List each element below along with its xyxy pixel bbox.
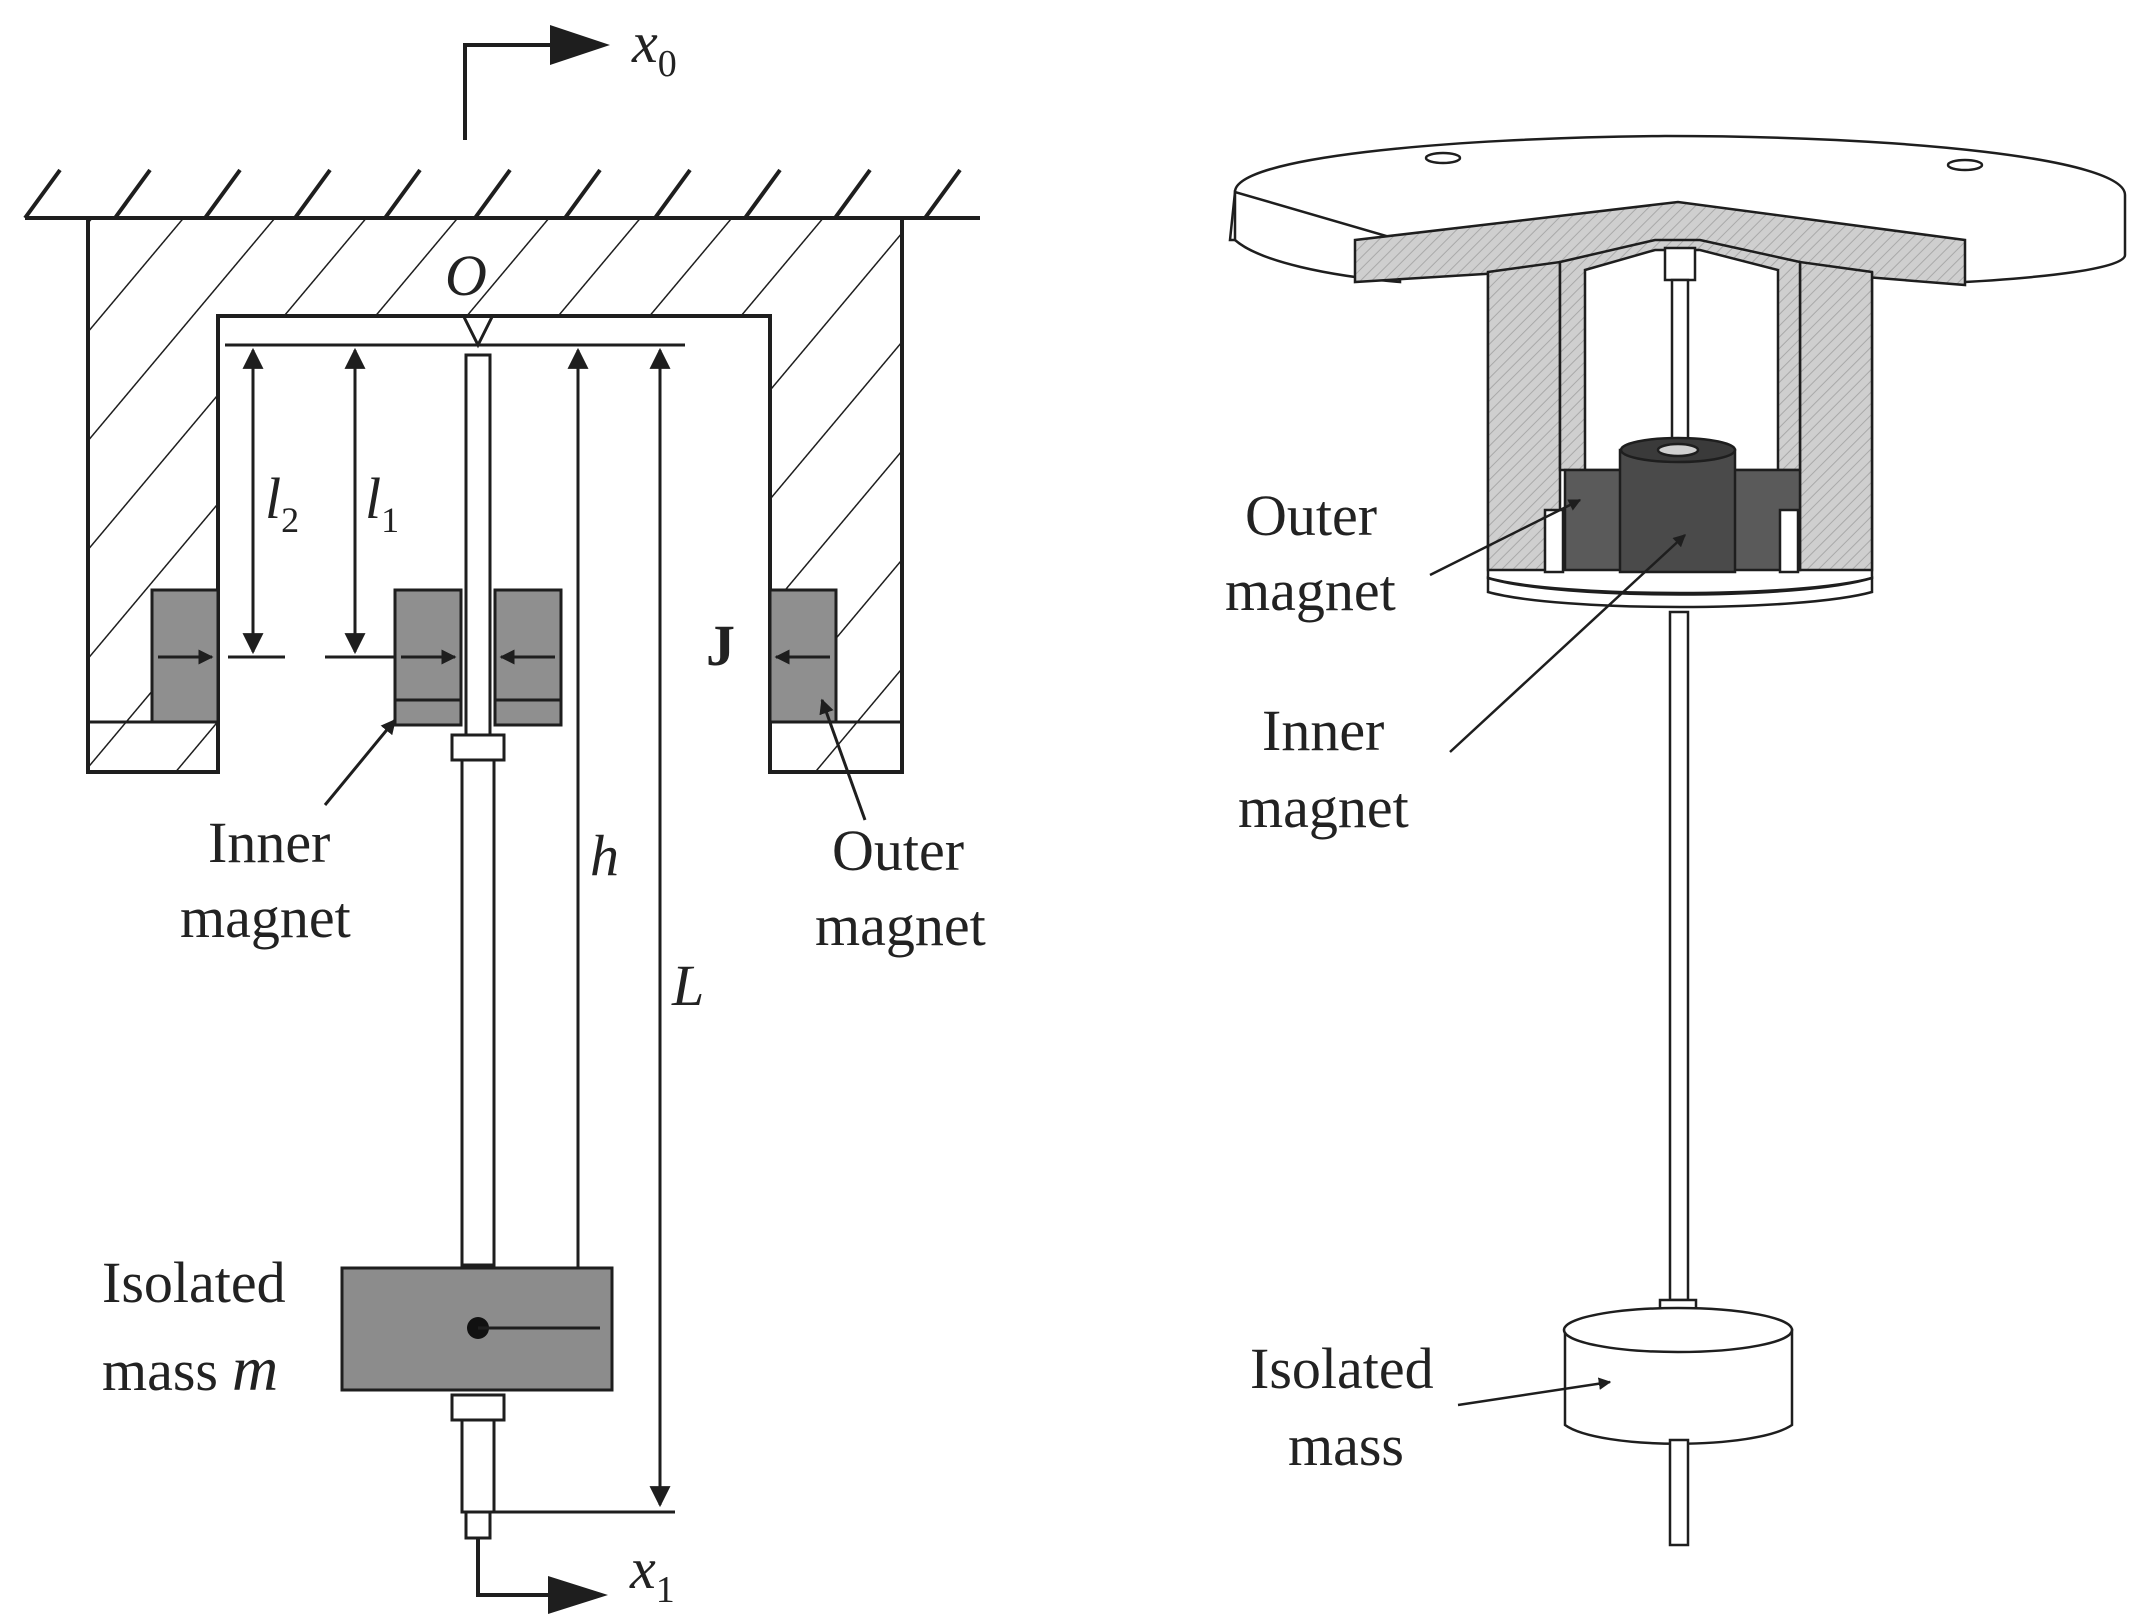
h-label: h: [590, 823, 619, 888]
magnet-assembly: [1543, 436, 1802, 574]
isolated-mass-cylinder: [1562, 1306, 1794, 1547]
x1-label: x1: [629, 1536, 675, 1611]
isolated-mass-block: [340, 1266, 614, 1392]
pendulum-rod: [450, 353, 506, 1540]
right-labels: Outer magnet Inner magnet Isolated mass: [1225, 483, 1434, 1478]
isolated-mass-right-line2: mass: [1288, 1413, 1404, 1478]
l1-label: l1: [365, 466, 399, 540]
isolated-mass-right-line1: Isolated: [1250, 1336, 1434, 1401]
lower-shaft: [1658, 610, 1698, 1324]
inner-magnet-leader: [323, 718, 397, 806]
isolated-mass-leader-right: [1457, 1377, 1612, 1407]
origin-label: O: [445, 243, 487, 308]
pivot-O: [225, 314, 685, 349]
outer-magnet-label-line2: magnet: [815, 893, 986, 958]
inner-magnet-right-line1: Inner: [1262, 698, 1384, 763]
L-label: L: [671, 953, 704, 1018]
outer-magnet-leader-right: [1429, 498, 1582, 577]
upper-shaft: [1663, 246, 1697, 444]
input-displacement-arrow: [463, 25, 610, 140]
dimension-lines: [228, 347, 675, 1514]
outer-magnet-right-line2: magnet: [1225, 558, 1396, 623]
isolated-mass-label-line1: Isolated: [102, 1250, 286, 1315]
right-3d-model: [1228, 134, 2127, 1547]
output-displacement-arrow: [476, 1538, 608, 1614]
inner-magnet-leader-right: [1449, 534, 1686, 753]
inner-magnet-label-line2: magnet: [180, 885, 351, 950]
x0-label: x0: [631, 10, 677, 85]
outer-magnet-leader: [819, 698, 867, 821]
J-label: J: [706, 613, 735, 678]
left-schematic: x0 O: [23, 10, 986, 1614]
l2-label: l2: [265, 466, 299, 540]
outer-magnet-right-line1: Outer: [1245, 483, 1377, 548]
inner-magnet-right-line2: magnet: [1238, 775, 1409, 840]
inner-magnet-label-line1: Inner: [208, 810, 330, 875]
outer-magnet-label-line1: Outer: [832, 818, 964, 883]
ground-hatching: [23, 168, 980, 220]
